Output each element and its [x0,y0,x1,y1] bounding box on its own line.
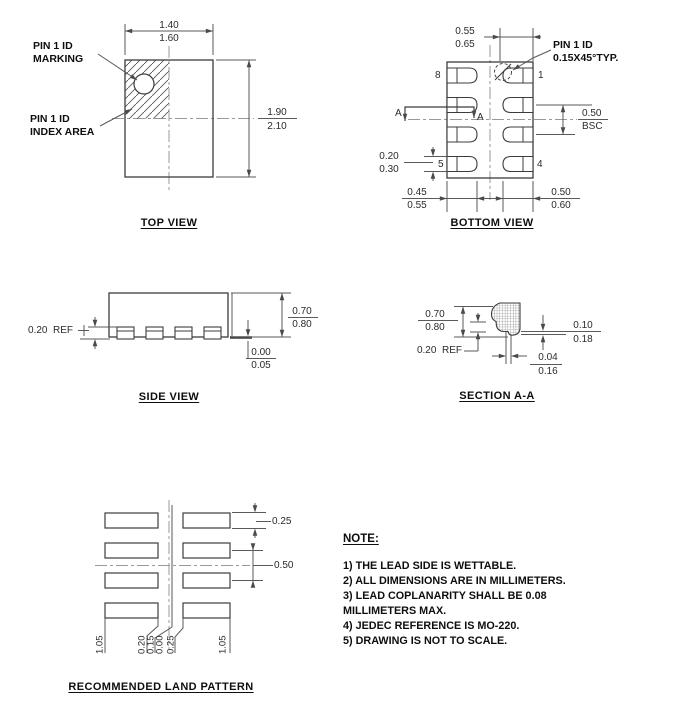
section-aa-dim-lines [418,306,601,365]
standoff-dim-lower: 0.05 [251,360,271,371]
step-dim-upper: 0.04 [538,352,558,363]
side-view-leads [116,326,222,340]
section-height-dim-lower: 0.80 [425,322,445,333]
section-aa-drawing [418,302,601,365]
bottom-inset-dim-lower: 0.65 [455,39,475,50]
top-width-dim-lower: 1.60 [159,33,179,44]
pad-len-left-dim-upper: 0.45 [407,187,427,198]
pin1-chamfer-label-line2: 0.15X45°TYP. [553,52,619,64]
land-pattern-centerlines [95,500,250,650]
pad-len-left-dim-lower: 0.55 [407,200,427,211]
section-aa-title: SECTION A-A [459,390,535,402]
top-view-title: TOP VIEW [140,217,198,229]
top-view-dim-lines [97,24,297,178]
flank-dim-lower: 0.18 [573,334,593,345]
notes-title: NOTE: [343,533,379,545]
body-height-dim-upper: 0.70 [292,306,312,317]
side-view-drawing [78,292,318,359]
land-pattern-dim-lines [104,503,273,653]
pin-number-1: 1 [538,70,544,81]
pad-len-right-dim-lower: 0.60 [551,200,571,211]
pin1-marking-label-line2: MARKING [33,53,84,65]
bottom-view-centerlines [408,45,577,200]
pin-number-4: 4 [537,159,543,170]
land-ordinate-4: 0.00 [154,635,166,655]
step-dim-lower: 0.16 [538,366,558,377]
pad-width-dim-upper: 0.20 [379,151,399,162]
pin1-index-label-line2: INDEX AREA [30,126,95,138]
pitch-dim-value: 0.50 [582,108,602,119]
land-pad-height-dim: 0.25 [272,516,292,527]
land-ordinate-6: 1.05 [217,635,229,655]
pin-number-8: 8 [435,70,441,81]
side-view-title: SIDE VIEW [138,391,200,403]
note-line-3: 3) LEAD COPLANARITY SHALL BE 0.08 [343,590,547,602]
bottom-view-drawing [402,28,608,212]
land-pattern-title: RECOMMENDED LAND PATTERN [68,681,254,693]
side-view-body [108,292,229,338]
land-pattern-pads [104,512,231,619]
note-line-1: 1) THE LEAD SIDE IS WETTABLE. [343,560,517,572]
section-height-dim-upper: 0.70 [425,309,445,320]
bottom-inset-dim-upper: 0.55 [455,26,475,37]
note-line-5: 5) DRAWING IS NOT TO SCALE. [343,635,508,647]
section-marker-a-right: A [477,112,484,123]
body-height-dim-lower: 0.80 [292,319,312,330]
pin1-chamfer-label-line1: PIN 1 ID [553,39,593,51]
pin1-chamfer-line [494,63,512,81]
bottom-view-title: BOTTOM VIEW [450,217,534,229]
top-view-drawing [97,24,297,192]
notes-block: 1) THE LEAD SIDE IS WETTABLE. 2) ALL DIM… [343,559,643,649]
note-line-4: 4) JEDEC REFERENCE IS MO-220. [343,620,520,632]
pitch-dim-ref: BSC [582,121,603,132]
land-pitch-dim: 0.50 [274,560,294,571]
pin1-marking-label-line1: PIN 1 ID [33,40,73,52]
pin1-chamfer-circle [494,63,512,81]
pin1-marking-circle [133,73,155,95]
land-ordinate-1: 1.05 [94,635,106,655]
lead-cross-section [490,302,521,336]
bottom-view-body [446,61,534,179]
pad-len-right-dim-upper: 0.50 [551,187,571,198]
top-width-dim-upper: 1.40 [159,20,179,31]
land-ordinate-5: 0.25 [165,635,177,655]
section-lead-ref-dim: 0.20 REF [416,345,462,356]
top-height-dim-lower: 2.10 [267,121,287,132]
note-line-2: 2) ALL DIMENSIONS ARE IN MILLIMETERS. [343,575,566,587]
top-view-body [124,59,214,178]
land-pattern-drawing [95,500,273,653]
pin-number-5: 5 [438,159,444,170]
note-line-3b: MILLIMETERS MAX. [343,605,447,617]
standoff-dim-upper: 0.00 [251,347,271,358]
pad-width-dim-lower: 0.30 [379,164,399,175]
flank-dim-upper: 0.10 [573,320,593,331]
top-height-dim-upper: 1.90 [267,107,287,118]
lead-thickness-ref-dim: 0.20 REF [28,325,74,336]
section-marker-a-left: A [395,108,402,119]
side-view-dim-lines [78,292,318,359]
pin1-index-label-line1: PIN 1 ID [30,113,70,125]
